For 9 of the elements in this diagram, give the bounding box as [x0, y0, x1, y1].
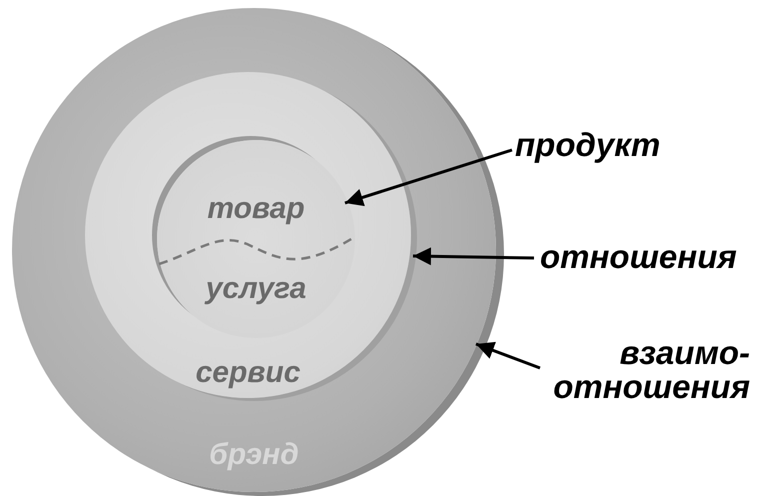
ring-label: товар — [207, 192, 305, 226]
ring-label: услуга — [206, 272, 306, 306]
arrow — [412, 247, 534, 266]
arrow — [344, 148, 512, 206]
callout-text: отношения — [540, 240, 737, 274]
arrow — [475, 342, 541, 370]
callout-text: продукт — [515, 128, 660, 162]
callout-text: взаимо- отношения — [520, 336, 750, 404]
ring-label: сервис — [196, 356, 300, 390]
